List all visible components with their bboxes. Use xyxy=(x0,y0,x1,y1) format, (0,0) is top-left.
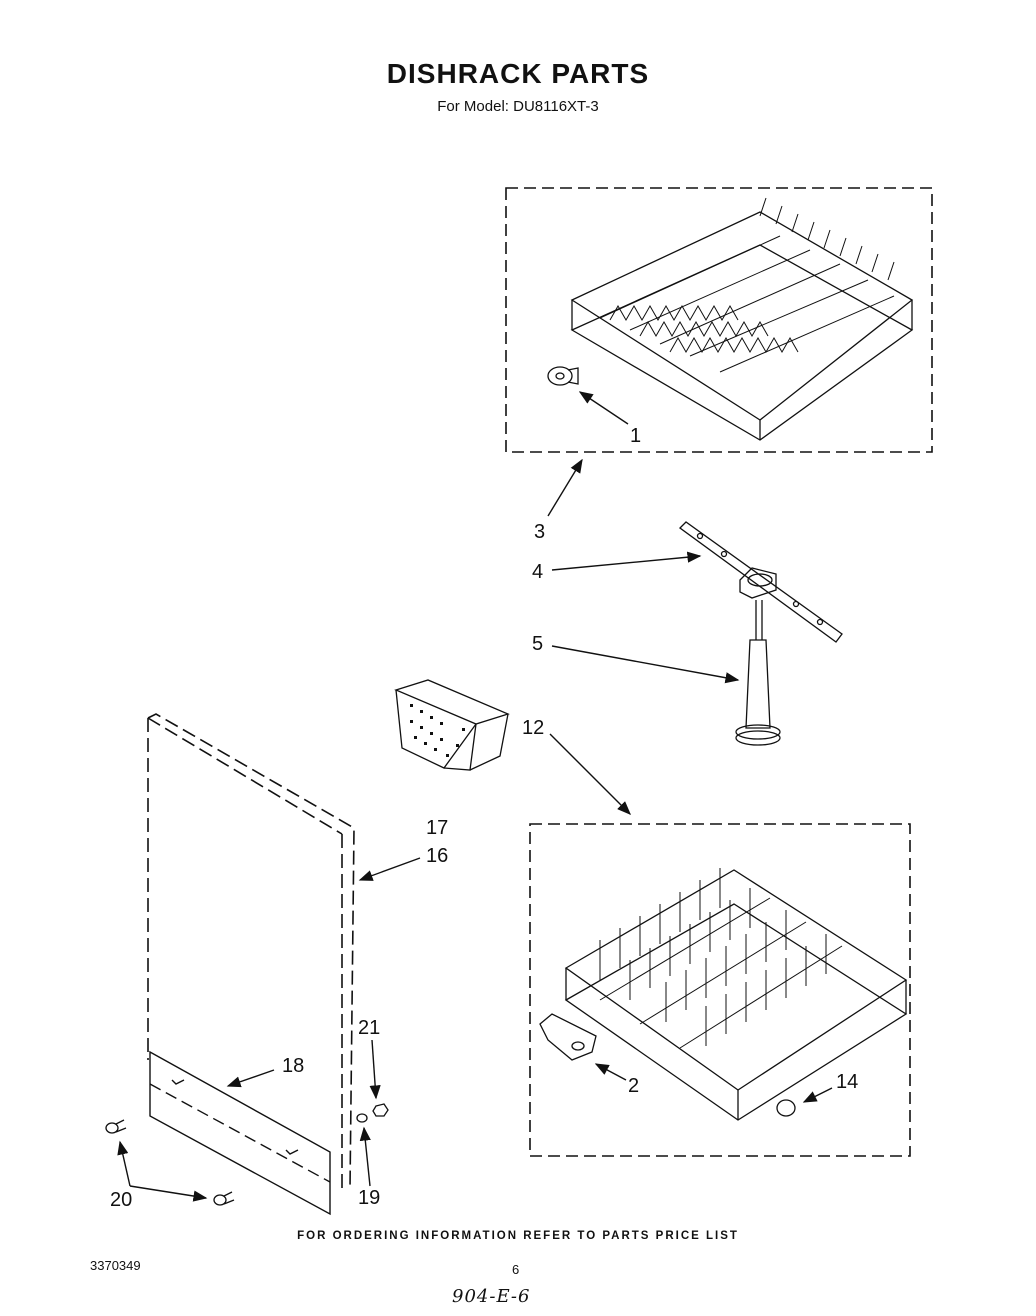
rack-bracket-part-2 xyxy=(539,1013,597,1061)
upper-rack-group-box xyxy=(505,187,933,453)
door-panel-part-16 xyxy=(147,713,355,1190)
document-number: 3370349 xyxy=(90,1258,141,1273)
model-line: For Model: DU8116XT-3 xyxy=(437,98,599,115)
rack-roller-part-1 xyxy=(547,366,579,386)
callout-18: 18 xyxy=(282,1055,304,1077)
callout-2: 2 xyxy=(628,1075,639,1097)
callout-1: 1 xyxy=(630,425,641,447)
spray-arm-part-4 xyxy=(679,521,843,643)
lower-rack-group-box xyxy=(529,823,911,1157)
nut-washer-parts-19-21 xyxy=(356,1103,389,1123)
lower-panel-part-18 xyxy=(149,1050,331,1216)
spray-tube-part-5 xyxy=(735,600,781,746)
handwritten-note: 904-E-6 xyxy=(452,1286,531,1307)
callout-4: 4 xyxy=(532,561,543,583)
callout-5: 5 xyxy=(532,633,543,655)
leader-lines xyxy=(117,391,833,1202)
screws-part-20 xyxy=(105,1119,235,1206)
callout-3: 3 xyxy=(534,521,545,543)
callout-16: 16 xyxy=(426,845,448,867)
page-number: 6 xyxy=(512,1262,520,1277)
callout-19: 19 xyxy=(358,1187,380,1209)
callout-14: 14 xyxy=(836,1071,858,1093)
callout-17: 17 xyxy=(426,817,448,839)
lower-dishrack xyxy=(564,868,908,1121)
page-title: DISHRACK PARTS xyxy=(386,58,650,89)
callout-20: 20 xyxy=(110,1189,132,1211)
silverware-basket-part-17 xyxy=(394,679,510,771)
callout-12: 12 xyxy=(522,717,544,739)
ordering-note: FOR ORDERING INFORMATION REFER TO PARTS … xyxy=(297,1230,739,1242)
callout-21: 21 xyxy=(358,1017,380,1039)
upper-dishrack xyxy=(570,197,914,441)
roller-part-14 xyxy=(776,1099,796,1117)
